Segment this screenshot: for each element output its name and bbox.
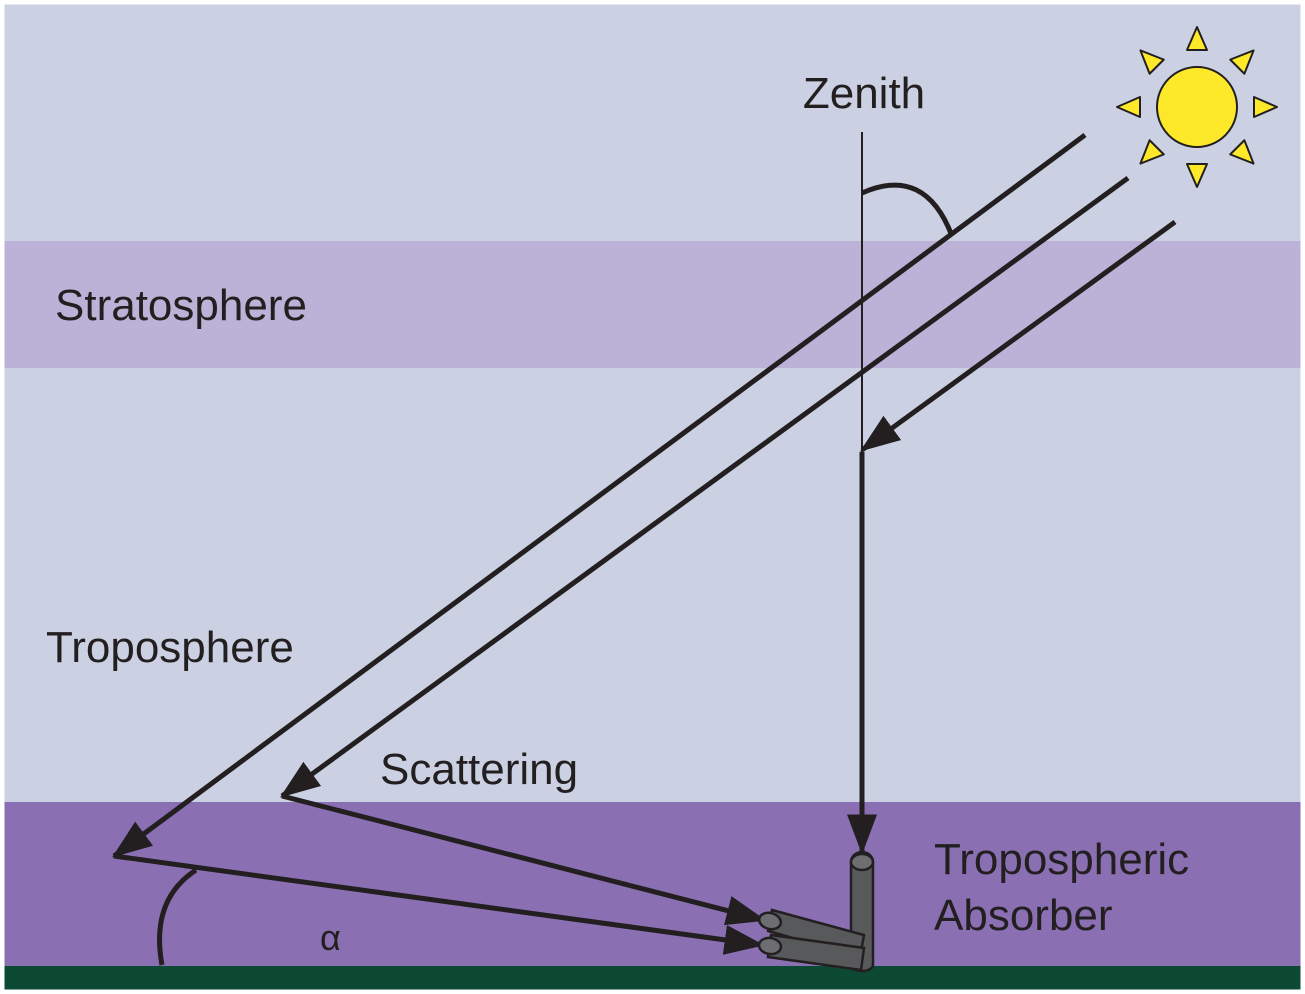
telescope-low-aperture — [757, 936, 783, 956]
tropospheric-absorber-label-line1: Tropospheric — [934, 835, 1189, 884]
ground-strip — [0, 966, 1305, 994]
stratosphere-band — [0, 241, 1305, 368]
tropospheric-absorber-label-line2: Absorber — [934, 891, 1113, 940]
telescope-vertical-aperture — [849, 852, 875, 872]
elevation-angle-label: α — [320, 917, 341, 958]
solar-ray-1 — [111, 132, 1087, 859]
troposphere-label: Troposphere — [46, 623, 294, 672]
zenith-angle-arc — [860, 182, 955, 237]
telescope-icon — [757, 850, 875, 973]
sun-icon — [1116, 26, 1278, 188]
elevation-angle-arc — [157, 867, 198, 966]
solar-ray-2 — [279, 175, 1130, 799]
solar-ray-3 — [859, 219, 1177, 453]
scattered-ray-high — [281, 793, 767, 926]
stratosphere-label: Stratosphere — [55, 281, 307, 330]
scattered-ray-low — [113, 853, 765, 955]
sun-disc — [1156, 66, 1238, 148]
zenith-label: Zenith — [803, 69, 925, 118]
tropospheric-absorber-band — [0, 802, 1305, 968]
telescope-high-aperture — [757, 911, 783, 931]
scattering-label: Scattering — [380, 745, 578, 794]
